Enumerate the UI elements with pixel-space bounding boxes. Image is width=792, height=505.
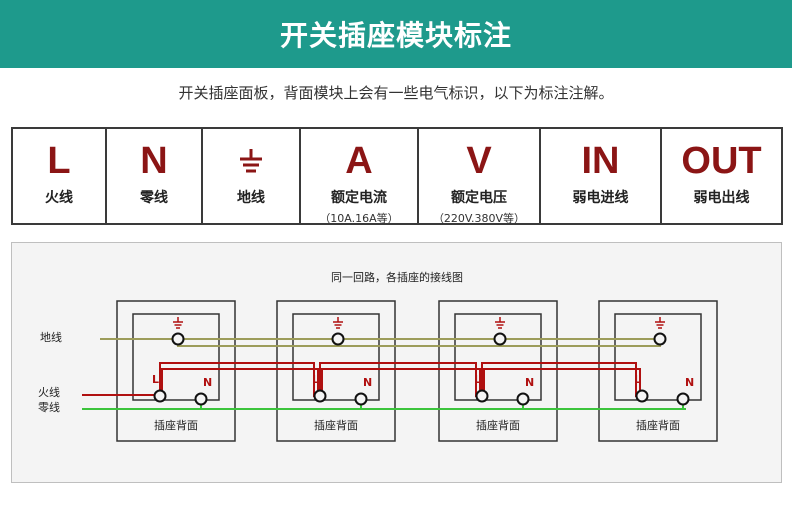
terminal-label-neutral: N <box>685 376 694 389</box>
socket-outer-frame <box>116 300 236 442</box>
legend-cell-current: A 额定电流 （10A.16A等） <box>301 129 419 225</box>
socket-caption: 插座背面 <box>154 418 198 432</box>
terminal-label-live: L <box>312 373 319 386</box>
legend-label-neutral: 零线 <box>140 190 168 206</box>
live-wire-jumper <box>481 362 642 397</box>
neutral-terminal <box>516 392 530 406</box>
legend-cell-out: OUT 弱电出线 <box>662 129 781 223</box>
socket-back-1: 插座背面 L N <box>116 300 236 442</box>
wire-label-neutral: 零线 <box>38 400 60 414</box>
live-terminal <box>313 389 327 403</box>
neutral-terminal <box>676 392 690 406</box>
legend-sub-voltage: （220V.380V等） <box>432 212 526 225</box>
terminal-label-live: L <box>634 373 641 386</box>
page-title: 开关插座模块标注 <box>279 19 512 52</box>
intro-text: 开关插座面板，背面模块上会有一些电气标识，以下为标注注解。 <box>178 84 614 102</box>
socket-caption: 插座背面 <box>636 418 680 432</box>
terminal-label-live: L <box>152 373 159 386</box>
live-terminal <box>475 389 489 403</box>
earth-terminal <box>171 332 185 346</box>
legend-label-earth: 地线 <box>237 190 265 206</box>
live-wire-jumper <box>321 368 481 396</box>
earth-symbol-icon <box>495 317 505 329</box>
legend-cell-earth: 地线 <box>203 129 301 223</box>
earth-terminal <box>493 332 507 346</box>
socket-outer-frame <box>598 300 718 442</box>
socket-caption: 插座背面 <box>314 418 358 432</box>
socket-inner-frame <box>132 313 220 401</box>
terminal-label-neutral: N <box>203 376 212 389</box>
earth-symbol-icon <box>173 317 183 329</box>
neutral-terminal <box>194 392 208 406</box>
live-terminal <box>153 389 167 403</box>
legend-label-live: 火线 <box>45 190 73 206</box>
socket-outer-frame <box>276 300 396 442</box>
legend-label-current: 额定电流 <box>331 190 387 206</box>
socket-outer-frame <box>438 300 558 442</box>
live-wire-jumper <box>159 362 320 397</box>
terminal-label-neutral: N <box>363 376 372 389</box>
earth-symbol-icon <box>333 317 343 329</box>
wire-label-live: 火线 <box>38 385 60 399</box>
live-wire-jumper <box>483 368 641 396</box>
wiring-diagram-svg: 同一回路，各插座的接线图 地线 火线 零线 插座背面 L N 插座背面 L N 插座背面 L N… <box>38 270 718 442</box>
diagram-title: 同一回路，各插座的接线图 <box>331 270 463 284</box>
title-banner: 开关插座模块标注 <box>0 0 792 68</box>
socket-inner-frame <box>454 313 542 401</box>
legend-cell-in: IN 弱电进线 <box>541 129 662 223</box>
legend-cell-neutral: N 零线 <box>107 129 203 223</box>
wire-label-earth: 地线 <box>40 330 62 344</box>
legend-label-in: 弱电进线 <box>572 190 629 206</box>
legend-symbol-in: IN <box>581 140 620 182</box>
legend-symbol-live: L <box>47 140 71 182</box>
terminal-label-live: L <box>474 373 481 386</box>
live-terminal <box>635 389 649 403</box>
legend-label-voltage: 额定电压 <box>451 190 507 206</box>
socket-inner-frame <box>614 313 702 401</box>
legend-symbol-current: A <box>345 140 373 182</box>
legend-symbol-neutral: N <box>140 140 168 182</box>
earth-terminal <box>653 332 667 346</box>
earth-jumper <box>177 339 339 347</box>
socket-inner-frame <box>292 313 380 401</box>
live-wire-jumper <box>319 362 482 397</box>
earth-symbol-icon <box>655 317 665 329</box>
wiring-diagram: 同一回路，各插座的接线图 地线 火线 零线 插座背面 L N 插座背面 L N 插座背面 L N… <box>11 242 782 483</box>
ground-symbol-icon <box>236 141 266 181</box>
socket-back-3: 插座背面 L N <box>438 300 558 442</box>
earth-jumper <box>337 339 501 347</box>
socket-back-4: 插座背面 L N <box>598 300 718 442</box>
symbol-legend-table: L 火线 N 零线 地线 A 额定电流 （10A.16A等） V 额定电压 （2… <box>11 127 783 225</box>
socket-back-2: 插座背面 L N <box>276 300 396 442</box>
earth-jumper <box>499 339 661 347</box>
socket-caption: 插座背面 <box>476 418 520 432</box>
legend-label-out: 弱电出线 <box>693 190 750 206</box>
legend-sub-current: （10A.16A等） <box>319 212 399 225</box>
legend-cell-live: L 火线 <box>13 129 107 223</box>
legend-symbol-out: OUT <box>681 140 762 182</box>
earth-terminal <box>331 332 345 346</box>
neutral-terminal <box>354 392 368 406</box>
legend-symbol-voltage: V <box>466 140 492 182</box>
live-wire-jumper <box>161 368 319 396</box>
legend-cell-voltage: V 额定电压 （220V.380V等） <box>419 129 541 225</box>
terminal-label-neutral: N <box>525 376 534 389</box>
